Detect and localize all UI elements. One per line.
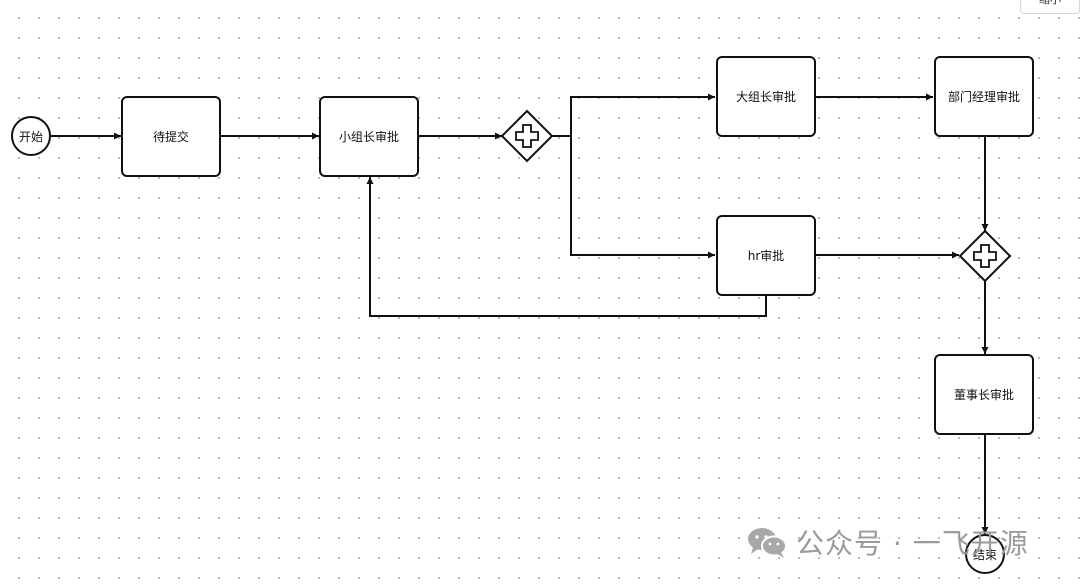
task-team-lead-approval[interactable]: 小组长审批: [319, 96, 419, 177]
task-submit[interactable]: 待提交: [121, 96, 221, 177]
zoom-out-button[interactable]: 缩小: [1020, 0, 1080, 14]
parallel-gateway-fork[interactable]: [500, 109, 554, 163]
task-submit-label: 待提交: [152, 130, 189, 144]
task-chairman-label: 董事长审批: [953, 388, 1014, 402]
task-chairman-approval[interactable]: 董事长审批: [934, 354, 1034, 435]
task-team-lead-label: 小组长审批: [338, 130, 399, 144]
task-dept-manager-approval[interactable]: 部门经理审批: [934, 56, 1034, 137]
zoom-out-label: 缩小: [1039, 0, 1061, 7]
end-event-label: 结束: [972, 547, 997, 562]
edge-gateway-hr[interactable]: [552, 135, 715, 259]
wechat-icon: [748, 528, 787, 558]
start-event[interactable]: 开始: [11, 116, 51, 156]
parallel-gateway-join[interactable]: [958, 229, 1012, 283]
task-hr-approval[interactable]: hr审批: [716, 215, 816, 296]
edge-gateway-bigteamlead[interactable]: [552, 93, 715, 137]
task-hr-label: hr审批: [747, 249, 785, 263]
task-big-team-lead-label: 大组长审批: [735, 90, 796, 104]
task-big-team-lead-approval[interactable]: 大组长审批: [716, 56, 816, 137]
watermark-text: 公众号 · 一飞开源: [796, 527, 1029, 560]
plus-icon: [973, 244, 997, 268]
edge-hr-back-teamlead[interactable]: [366, 177, 767, 317]
start-event-label: 开始: [18, 129, 43, 144]
watermark: 公众号 · 一飞开源: [746, 522, 1029, 562]
task-dept-manager-label: 部门经理审批: [947, 90, 1020, 104]
plus-icon: [515, 124, 539, 148]
end-event[interactable]: 结束: [965, 534, 1005, 574]
